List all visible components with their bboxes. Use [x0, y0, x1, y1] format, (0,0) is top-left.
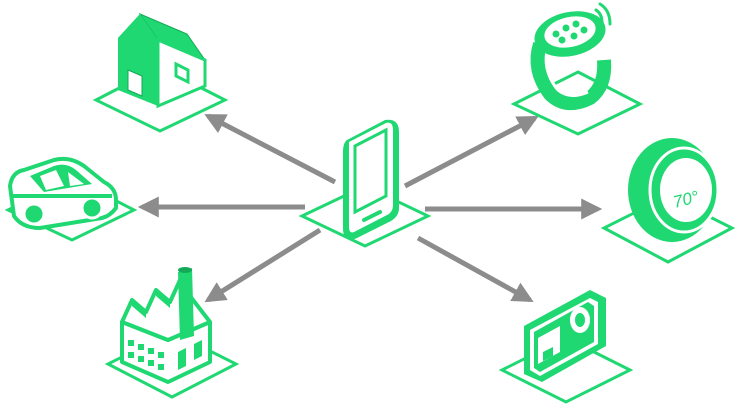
action-camera-icon — [524, 290, 606, 382]
wireless-signal-icon — [594, 2, 612, 26]
connection-arrows — [137, 113, 603, 303]
thermostat-icon: 70° — [628, 138, 720, 242]
device-factory — [104, 267, 240, 399]
arrow-to-smartwatch — [403, 115, 539, 189]
smartphone-icon — [343, 119, 399, 240]
device-thermostat: 70° — [600, 138, 736, 264]
arrow-to-factory — [204, 227, 322, 303]
device-smartwatch — [510, 2, 644, 136]
house-icon — [118, 12, 207, 109]
smartwatch-icon — [530, 2, 612, 111]
hub-smartphone — [298, 119, 432, 248]
car-icon — [8, 156, 118, 230]
arrow-to-house — [204, 113, 337, 185]
device-car — [4, 156, 138, 242]
device-action-camera — [498, 290, 634, 404]
factory-icon — [120, 267, 212, 384]
device-house — [92, 12, 229, 133]
arrow-to-action-camera — [416, 235, 534, 303]
